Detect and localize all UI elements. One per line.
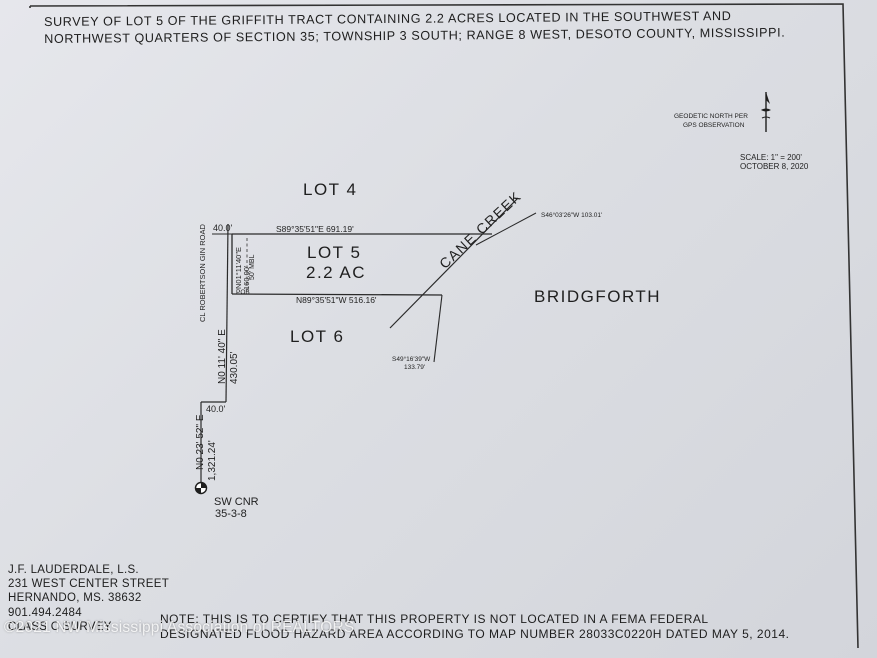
survey-date: OCTOBER 8, 2020: [740, 162, 809, 171]
road-centerline: [225, 223, 229, 403]
pob-label: POB: [236, 289, 250, 296]
surveyor-street: 231 WEST CENTER STREET: [8, 578, 170, 591]
south-line: [231, 293, 443, 296]
road-bearing-2: N0 23' 52" E: [195, 414, 206, 471]
road-name: CL ROBERTSON GIN ROAD: [198, 224, 207, 322]
surveyor-block: J.F. LAUDERDALE, L.S. 231 WEST CENTER ST…: [8, 563, 169, 634]
road-bearing-1: N0 11' 40" E: [217, 329, 228, 384]
road-distance-2: 1,321.24': [207, 440, 218, 481]
north-arrow-icon: [761, 92, 771, 132]
sheet-border: [29, 3, 859, 649]
se-tie-bearing: S49°16'39"W: [392, 356, 431, 363]
sw-corner-label: SW CNR: [214, 496, 259, 508]
sw-corner-section: 35-3-8: [215, 508, 247, 520]
surveyor-city: HERNANDO, MS. 38632: [8, 592, 142, 605]
lot-5-label: LOT 5: [307, 243, 362, 262]
se-tie-line: [433, 294, 443, 363]
flood-note-line-2: DESIGNATED FLOOD HAZARD AREA ACCORDING T…: [160, 627, 790, 641]
ne-tie-bearing: S46°03'26"W 103.01': [541, 212, 603, 219]
mbl-label: 50' MBL: [249, 254, 256, 280]
north-note-line-2: GPS OBSERVATION: [683, 122, 745, 129]
flood-note: NOTE: THIS IS TO CERTIFY THAT THIS PROPE…: [160, 612, 789, 642]
surveyor-phone: 901.494.2484: [8, 606, 82, 619]
south-line-bearing: N89°35'51"W 516.16': [296, 295, 377, 305]
surveyor-name: J.F. LAUDERDALE, L.S.: [8, 564, 139, 576]
mid-width-label: 40.0': [206, 404, 226, 414]
lot-5-area: 2.2 AC: [306, 263, 367, 282]
lot-4-label: LOT 4: [303, 180, 358, 199]
bridgforth-label: BRIDGFORTH: [534, 287, 662, 306]
scale-label: SCALE: 1" = 200': [740, 153, 802, 162]
survey-title: SURVEY OF LOT 5 OF THE GRIFFITH TRACT CO…: [44, 7, 804, 48]
north-line-bearing: S89°35'51"E 691.19': [276, 224, 354, 234]
surveyor-class: CLASS C SURVEY: [8, 620, 112, 633]
sw-corner-monument-icon: [194, 481, 208, 495]
creek-line: [389, 197, 519, 329]
ne-tie-line: [475, 212, 537, 246]
road-distance-1: 430.05': [229, 351, 240, 385]
se-tie-distance: 133.79': [404, 364, 426, 371]
copyright-watermark: ©2021 NW Mississippi Association of REAL…: [4, 619, 355, 636]
top-width-label: 40.0': [213, 223, 233, 233]
flood-note-line-1: NOTE: THIS IS TO CERTIFY THAT THIS PROPE…: [160, 612, 709, 626]
lot-6-label: LOT 6: [290, 327, 345, 346]
north-note-line-1: GEODETIC NORTH PER: [674, 113, 748, 120]
